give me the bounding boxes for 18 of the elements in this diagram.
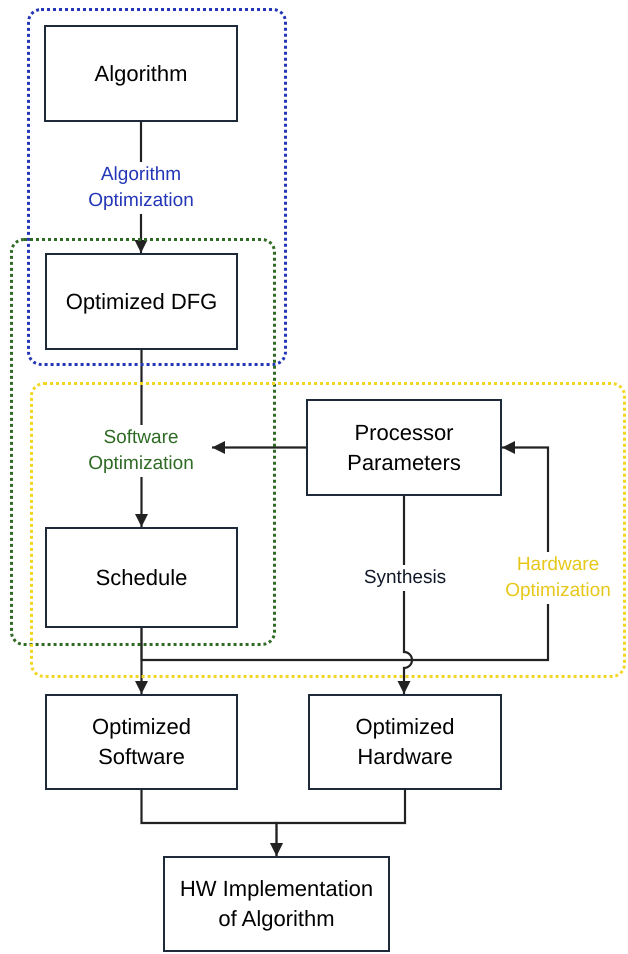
process-box bbox=[306, 399, 502, 496]
box-label: Optimized Hardware bbox=[354, 713, 456, 771]
arrow bbox=[140, 440, 550, 662]
process-box bbox=[163, 856, 390, 952]
box-label: Optimized DFG bbox=[66, 288, 218, 316]
process-box bbox=[44, 25, 238, 122]
box-label: Algorithm bbox=[94, 60, 188, 88]
box-label: Schedule bbox=[96, 564, 188, 592]
box-label: HW Implementation of Algorithm bbox=[178, 875, 374, 933]
arrow bbox=[397, 496, 414, 694]
arrow bbox=[212, 440, 306, 454]
arrow bbox=[270, 790, 406, 856]
process-box bbox=[45, 694, 238, 790]
process-box bbox=[308, 694, 502, 790]
box-label: Processor Parameters bbox=[346, 418, 462, 476]
process-box bbox=[45, 527, 238, 628]
process-box bbox=[45, 253, 238, 350]
box-label: Optimized Software bbox=[90, 713, 192, 771]
